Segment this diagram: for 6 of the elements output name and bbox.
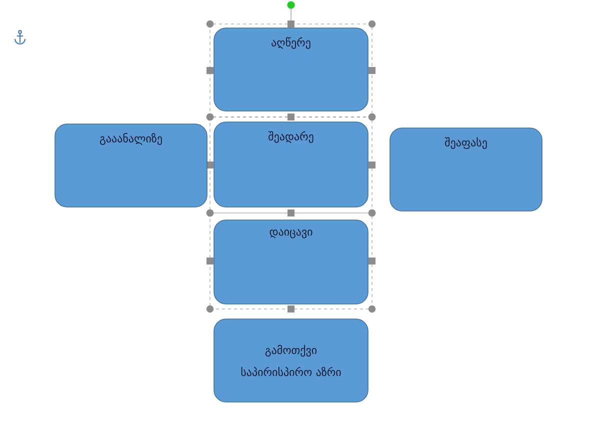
process-box: აღწერე [214,28,368,112]
process-box: შეადარე [214,122,368,208]
process-box: შეაფასე [390,128,542,212]
process-box: გამოთქვი საპირისპირო აზრი [214,318,368,402]
process-box: გააანალიზე [54,124,208,208]
process-box: დაიცავი [214,220,368,304]
